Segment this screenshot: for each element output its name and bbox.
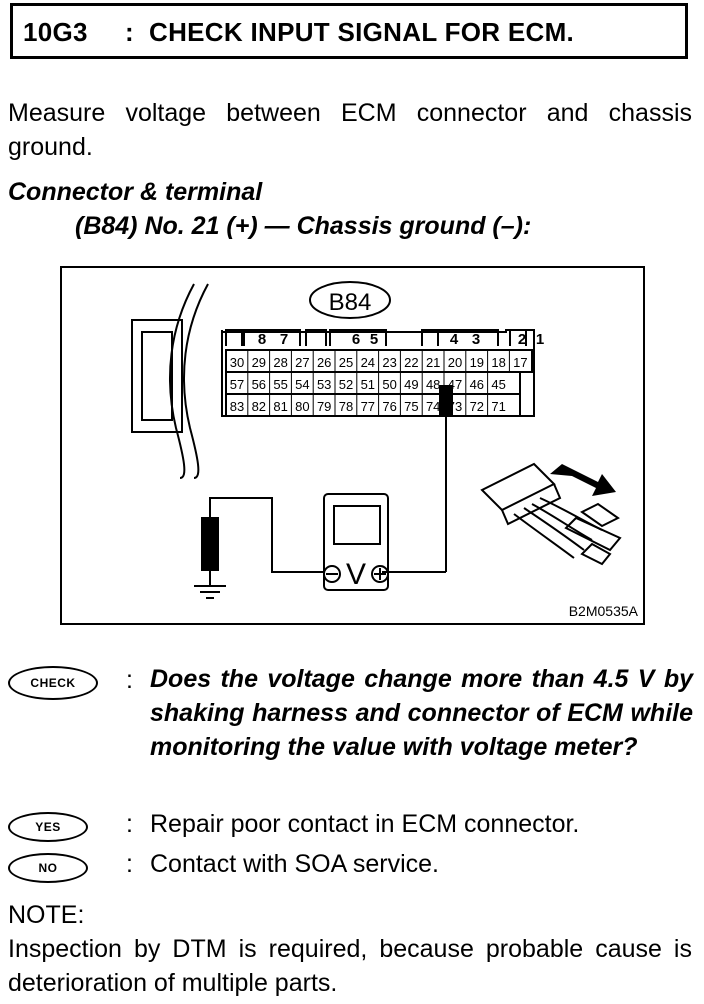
yes-badge-label: YES (35, 820, 61, 834)
check-badge: CHECK (8, 666, 98, 700)
pin-2: 2 (518, 331, 526, 348)
pin-52: 52 (339, 377, 353, 392)
pin-45: 45 (491, 377, 505, 392)
pin-17: 17 (513, 355, 527, 370)
pin-76: 76 (382, 399, 396, 414)
pin-83: 83 (230, 399, 244, 414)
ecm-body (131, 319, 183, 433)
pin-20: 20 (448, 355, 462, 370)
break-line-1 (169, 283, 195, 479)
instruction-text: Measure voltage between ECM connector an… (8, 99, 692, 161)
pin-74: 74 (426, 399, 440, 414)
pin-8: 8 (258, 331, 266, 348)
probe-minus (201, 517, 219, 571)
no-badge-label: NO (38, 861, 58, 875)
pin-21: 21 (426, 355, 440, 370)
small-connector (480, 462, 556, 512)
pin-22: 22 (404, 355, 418, 370)
pin-57: 57 (230, 377, 244, 392)
no-action: Contact with SOA service. (150, 850, 440, 878)
pin-24: 24 (361, 355, 375, 370)
pin-55: 55 (273, 377, 287, 392)
pin-47: 47 (448, 377, 462, 392)
figure-code: B2M0535A (569, 603, 639, 619)
connector-heading: Connector & terminal (8, 178, 263, 206)
pin-53: 53 (317, 377, 331, 392)
pin-25: 25 (339, 355, 353, 370)
meter-symbol: V (346, 558, 366, 591)
pin-77: 77 (361, 399, 375, 414)
connector-label-oval (309, 281, 391, 319)
pin-26: 26 (317, 355, 331, 370)
pin-71: 71 (491, 399, 505, 414)
yes-action: Repair poor contact in ECM connector. (150, 810, 580, 838)
voltage-meter (323, 493, 389, 591)
section-title: CHECK INPUT SIGNAL FOR ECM. (149, 17, 575, 47)
check-badge-label: CHECK (30, 676, 76, 690)
pin-50: 50 (382, 377, 396, 392)
terminal-spec: (B84) No. 21 (+) — Chassis ground (–): (75, 212, 532, 240)
pin-80: 80 (295, 399, 309, 414)
pin-75: 75 (404, 399, 418, 414)
check-colon: : (126, 666, 133, 694)
pin-18: 18 (491, 355, 505, 370)
pin-19: 19 (470, 355, 484, 370)
no-badge: NO (8, 853, 88, 883)
pin-23: 23 (382, 355, 396, 370)
pin-1: 1 (536, 331, 544, 348)
pin-79: 79 (317, 399, 331, 414)
no-colon: : (126, 850, 133, 878)
pin-73: 73 (448, 399, 462, 414)
insert-arrow-icon (550, 464, 616, 496)
section-code: 10G3 (23, 17, 88, 47)
wiring-figure: B84 8 7 6 5 4 3 2 1 30 29 28 27 26 25 24 23 22 21… (131, 281, 639, 619)
pin-3: 3 (472, 331, 480, 348)
pin-81: 81 (273, 399, 287, 414)
pin-46: 46 (470, 377, 484, 392)
pin-49: 49 (404, 377, 418, 392)
connector-label: B84 (329, 289, 372, 316)
pin-30: 30 (230, 355, 244, 370)
section-title-box: 10G3 : CHECK INPUT SIGNAL FOR ECM. (10, 3, 688, 59)
pin-6: 6 (352, 331, 360, 348)
pin-29: 29 (252, 355, 266, 370)
pin-7: 7 (280, 331, 288, 348)
pin-28: 28 (273, 355, 287, 370)
yes-colon: : (126, 810, 133, 838)
note-heading: NOTE: (8, 901, 85, 929)
pin-72: 72 (470, 399, 484, 414)
pin-4: 4 (450, 331, 459, 348)
pin-row-3 (225, 393, 521, 417)
pin-48: 48 (426, 377, 440, 392)
check-question: Does the voltage change more than 4.5 V … (150, 665, 693, 761)
yes-badge: YES (8, 812, 88, 842)
pin-27: 27 (295, 355, 309, 370)
pin-56: 56 (252, 377, 266, 392)
break-line-2 (183, 283, 209, 479)
pin-78: 78 (339, 399, 353, 414)
pin-51: 51 (361, 377, 375, 392)
connector-diagram: B84 8 7 6 5 4 3 2 1 30 29 28 27 26 25 24 23 22 21… (60, 266, 645, 625)
pin-82: 82 (252, 399, 266, 414)
section-colon: : (125, 17, 134, 47)
pin-54: 54 (295, 377, 309, 392)
note-text: Inspection by DTM is required, because p… (8, 935, 692, 997)
pin-5: 5 (370, 331, 378, 348)
